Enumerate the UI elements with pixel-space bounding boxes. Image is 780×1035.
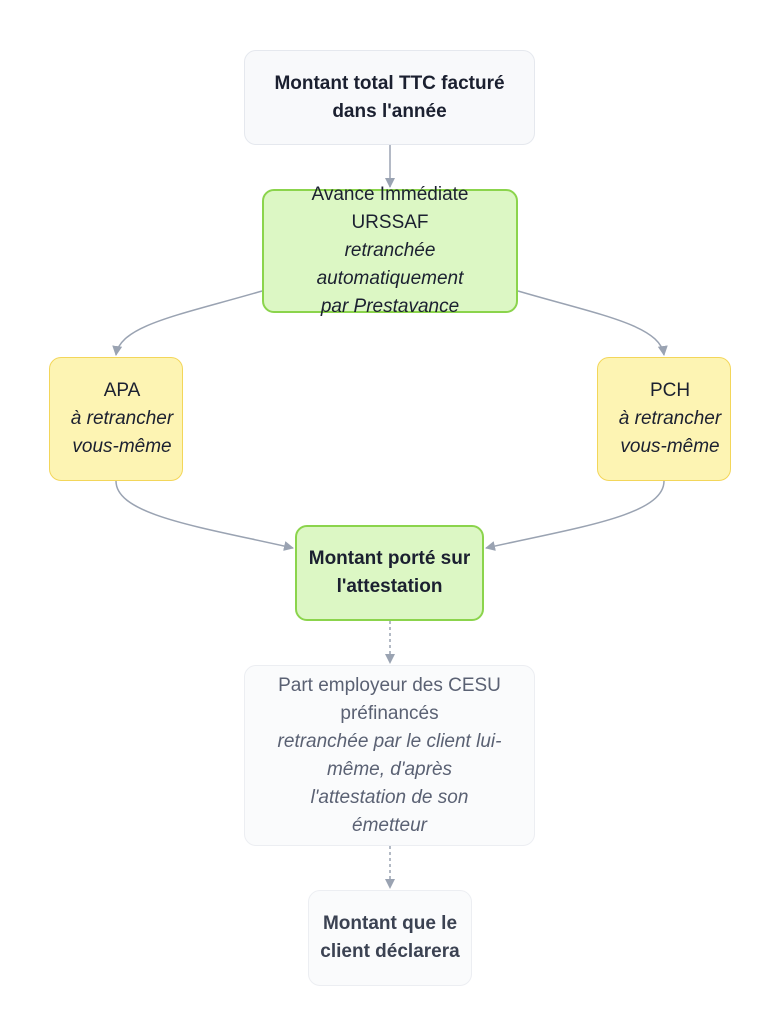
edge-pch-to-attestation (485, 480, 665, 551)
node-total-line2: dans l'année (332, 100, 447, 122)
node-cesu-note-line3: l'attestation de son (310, 786, 469, 808)
node-cesu-title-line2: préfinancés (340, 702, 439, 724)
node-pch-note-line2: vous-même (620, 436, 720, 457)
node-pch-note-line1: à retrancher (618, 408, 722, 429)
node-total-line1: Montant total TTC facturé (274, 72, 505, 94)
node-declare-line2: client déclarera (320, 941, 460, 962)
edge-urssaf-to-apa (112, 290, 263, 356)
node-pch: PCH à retrancher vous-même (597, 357, 731, 481)
node-urssaf-advance: Avance Immédiate URSSAF retranchée autom… (262, 184, 518, 317)
node-cesu-employer-share: Part employeur des CESU préfinancés retr… (244, 665, 535, 846)
edge-urssaf-to-pch (517, 290, 668, 356)
node-attestation-line1: Montant porté sur (308, 548, 471, 569)
node-attestation-line2: l'attestation (336, 576, 443, 597)
node-apa-title: APA (103, 380, 141, 401)
node-attestation-amount: Montant porté sur l'attestation (295, 525, 484, 621)
node-cesu-note-line1: retranchée par le client lui- (277, 730, 502, 752)
node-urssaf-note-line2: par Prestavance (320, 296, 460, 317)
node-declare-line1: Montant que le (322, 913, 458, 934)
node-declared-amount: Montant que le client déclarera (308, 890, 472, 986)
node-cesu-title-line1: Part employeur des CESU (278, 674, 501, 696)
node-cesu-note-line2: même, d'après (326, 758, 453, 780)
node-total-invoiced: Montant total TTC facturé dans l'année (244, 50, 535, 145)
node-apa: APA à retrancher vous-même (49, 357, 183, 481)
node-urssaf-title: Avance Immédiate URSSAF (311, 184, 469, 233)
edge-apa-to-attestation (115, 480, 294, 551)
node-urssaf-note-line1: retranchée automatiquement (316, 240, 464, 289)
node-apa-note-line1: à retrancher (70, 408, 174, 429)
node-cesu-note-line4: émetteur (352, 814, 427, 836)
node-pch-title: PCH (649, 380, 691, 401)
node-apa-note-line2: vous-même (72, 436, 172, 457)
